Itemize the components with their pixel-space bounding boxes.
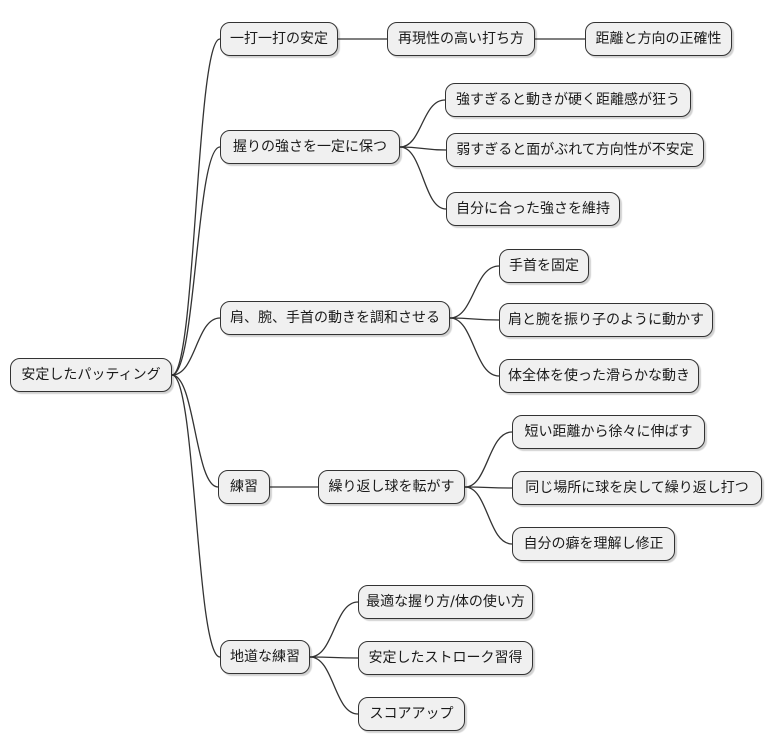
edge-branch4-grandchild3 — [464, 486, 513, 545]
node-optimal-grip-and-body-use[interactable]: 最適な握り方/体の使い方 — [358, 585, 533, 619]
edge-branch2-child2 — [399, 146, 447, 151]
edge-branch4-grandchild1 — [464, 431, 513, 488]
node-steady-practice[interactable]: 地道な練習 — [220, 640, 310, 674]
node-repeat-rolling-balls[interactable]: 繰り返し球を転がす — [318, 470, 465, 504]
edge-root-branch5 — [171, 374, 221, 658]
node-distance-direction-accuracy[interactable]: 距離と方向の正確性 — [585, 22, 732, 56]
edge-branch3-child2 — [449, 317, 500, 321]
node-fix-wrist[interactable]: 手首を固定 — [499, 249, 589, 283]
node-harmonize-shoulder-arm-wrist[interactable]: 肩、腕、手首の動きを調和させる — [220, 301, 450, 335]
node-pendulum-motion[interactable]: 肩と腕を振り子のように動かす — [499, 303, 713, 337]
edge-root-branch1 — [171, 38, 221, 376]
edge-branch5-child2 — [309, 656, 359, 659]
edge-root-branch4 — [171, 374, 219, 488]
node-too-strong-grip[interactable]: 強すぎると動きが硬く距離感が狂う — [445, 83, 691, 117]
node-acquire-stable-stroke[interactable]: 安定したストローク習得 — [358, 641, 533, 675]
node-maintain-own-strength[interactable]: 自分に合った強さを維持 — [446, 192, 620, 226]
edge-branch5-child3 — [309, 656, 359, 715]
node-repeat-from-same-spot[interactable]: 同じ場所に球を戻して繰り返し打つ — [512, 471, 762, 505]
node-too-weak-grip[interactable]: 弱すぎると面がぶれて方向性が不安定 — [446, 133, 704, 167]
node-practice[interactable]: 練習 — [218, 470, 270, 504]
edge-root-branch3 — [171, 317, 221, 376]
node-understand-and-fix-habits[interactable]: 自分の癖を理解し修正 — [512, 527, 675, 561]
edge-branch4-grandchild2 — [464, 486, 513, 489]
edge-branch2-child1 — [399, 99, 446, 148]
node-smooth-whole-body-motion[interactable]: 体全体を使った滑らかな動き — [499, 359, 699, 393]
edge-branch3-child1 — [449, 265, 500, 319]
node-root-stable-putting[interactable]: 安定したパッティング — [10, 358, 172, 392]
node-reproducible-stroke[interactable]: 再現性の高い打ち方 — [387, 22, 535, 56]
edge-root-branch2 — [171, 146, 221, 376]
node-per-stroke-stability[interactable]: 一打一打の安定 — [220, 22, 338, 56]
node-constant-grip-pressure[interactable]: 握りの強さを一定に保つ — [220, 130, 400, 164]
edge-branch3-child3 — [449, 317, 500, 377]
edge-branch5-child1 — [309, 601, 359, 658]
node-extend-distance-gradually[interactable]: 短い距離から徐々に伸ばす — [512, 415, 705, 449]
edge-branch2-child3 — [399, 146, 447, 210]
node-score-improvement[interactable]: スコアアップ — [358, 697, 465, 731]
